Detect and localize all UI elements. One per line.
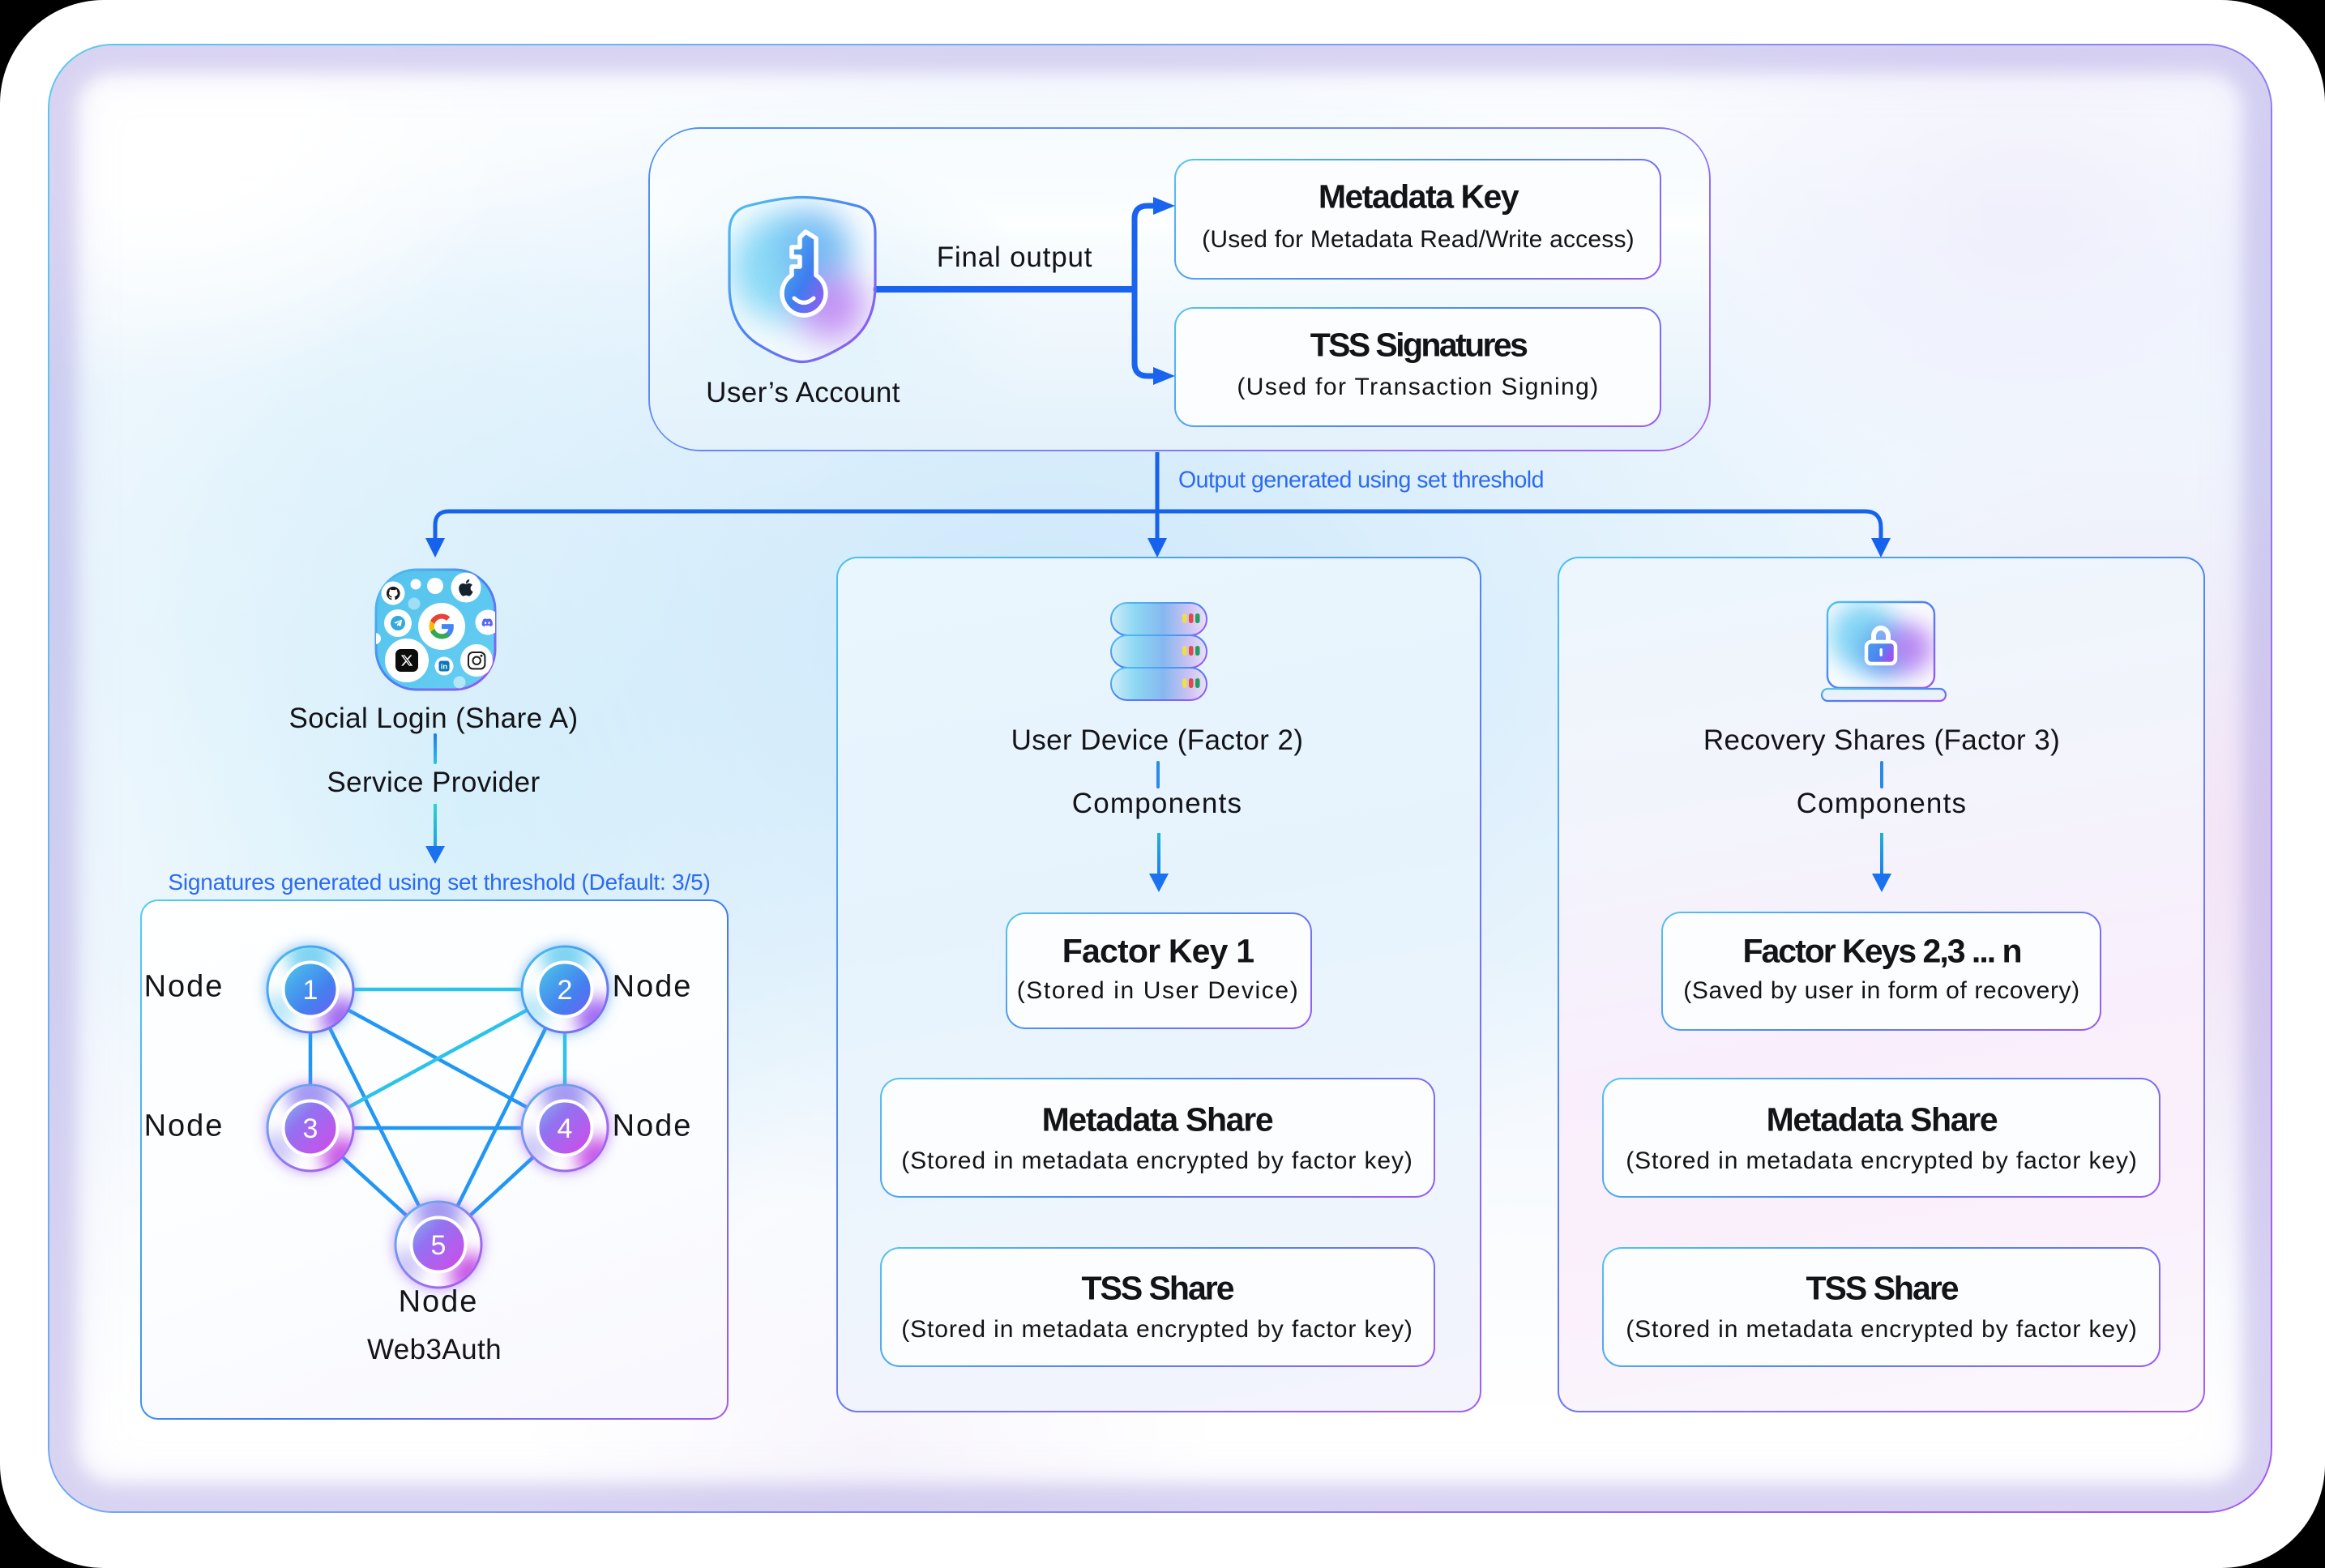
svg-text:1: 1	[303, 975, 318, 1006]
svg-text:4: 4	[558, 1113, 573, 1144]
svg-text:3: 3	[303, 1113, 318, 1144]
svg-text:5: 5	[431, 1230, 447, 1261]
svg-text:2: 2	[558, 975, 573, 1006]
svg-text:in: in	[441, 663, 448, 672]
